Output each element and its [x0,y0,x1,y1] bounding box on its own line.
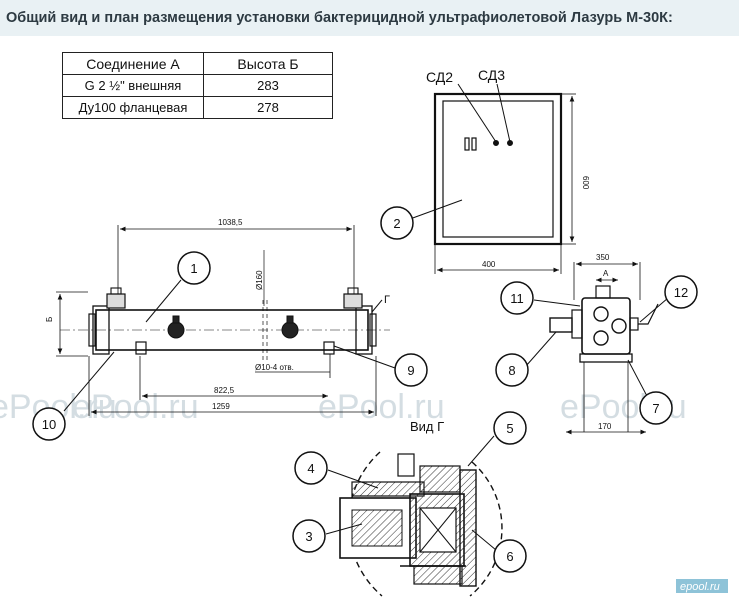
watermark: ePool.ru [72,388,199,426]
svg-text:3: 3 [305,529,312,544]
dim-end-conn: А [603,269,609,278]
callout-4: 4 [294,451,328,485]
dim-side-height: Б [45,317,54,322]
svg-text:8: 8 [508,363,515,378]
svg-text:2: 2 [393,216,400,231]
table-cell: 283 [203,74,333,97]
dim-end-base: 170 [598,422,612,431]
uv-unit-end-view: 350 А 170 [525,253,669,435]
label-view-g: Вид Г [410,419,444,434]
callout-7: 7 [639,391,673,425]
svg-text:10: 10 [42,417,56,432]
svg-text:5: 5 [506,421,513,436]
dim-diameter: Ø160 [255,270,264,290]
callout-2: 2 [380,206,414,240]
table-cell: G 2 ½" внешняя [62,74,204,97]
label-g: Г [384,294,390,306]
dim-panel-height: 600 [581,176,590,190]
dim-mount-holes: Ø10-4 отв. [255,363,294,372]
table-header: Соединение А [62,52,204,75]
callout-6: 6 [493,539,527,573]
table-cell: 278 [203,96,333,119]
connection-table: Соединение А Высота Б G 2 ½" внешняя 283… [62,52,333,119]
label-sd3: СД3 [478,67,505,83]
table-row: G 2 ½" внешняя 283 [62,74,333,97]
svg-text:6: 6 [506,549,513,564]
callout-12: 12 [664,275,698,309]
epool-logo: epool.ru [676,579,728,593]
table-header: Высота Б [203,52,333,75]
page-title: Общий вид и план размещения установки ба… [6,10,673,26]
uv-unit-side-view: 1038,5 Ø160 Б Ø10-4 отв. [45,218,396,416]
svg-text:4: 4 [307,461,314,476]
label-sd2: СД2 [426,69,453,85]
svg-text:9: 9 [407,363,414,378]
watermark: ePool.ru [318,388,445,426]
dim-support-span: 822,5 [214,386,235,395]
table-cell: Ду100 фланцевая [62,96,204,119]
svg-text:epool.ru: epool.ru [680,581,720,593]
callout-10: 10 [32,407,66,441]
callout-9: 9 [394,353,428,387]
table-row: Ду100 фланцевая 278 [62,96,333,119]
control-panel-view: СД2 СД3 400 600 [409,67,590,274]
svg-text:7: 7 [652,401,659,416]
svg-text:11: 11 [510,291,524,306]
svg-text:12: 12 [674,285,688,300]
detail-view-g: Вид Г [325,419,556,599]
callout-3: 3 [292,519,326,553]
callout-11: 11 [500,281,534,315]
dim-end-width: 350 [596,253,610,262]
dim-total-length: 1259 [212,402,230,411]
callout-8: 8 [495,353,529,387]
callout-5: 5 [493,411,527,445]
dim-panel-width: 400 [482,260,496,269]
callouts: 1 2 3 4 5 6 7 8 9 10 11 12 [32,206,698,573]
callout-1: 1 [177,251,211,285]
svg-text:1: 1 [190,261,197,276]
dim-flange-span: 1038,5 [218,218,243,227]
table-header-row: Соединение А Высота Б [62,52,333,75]
